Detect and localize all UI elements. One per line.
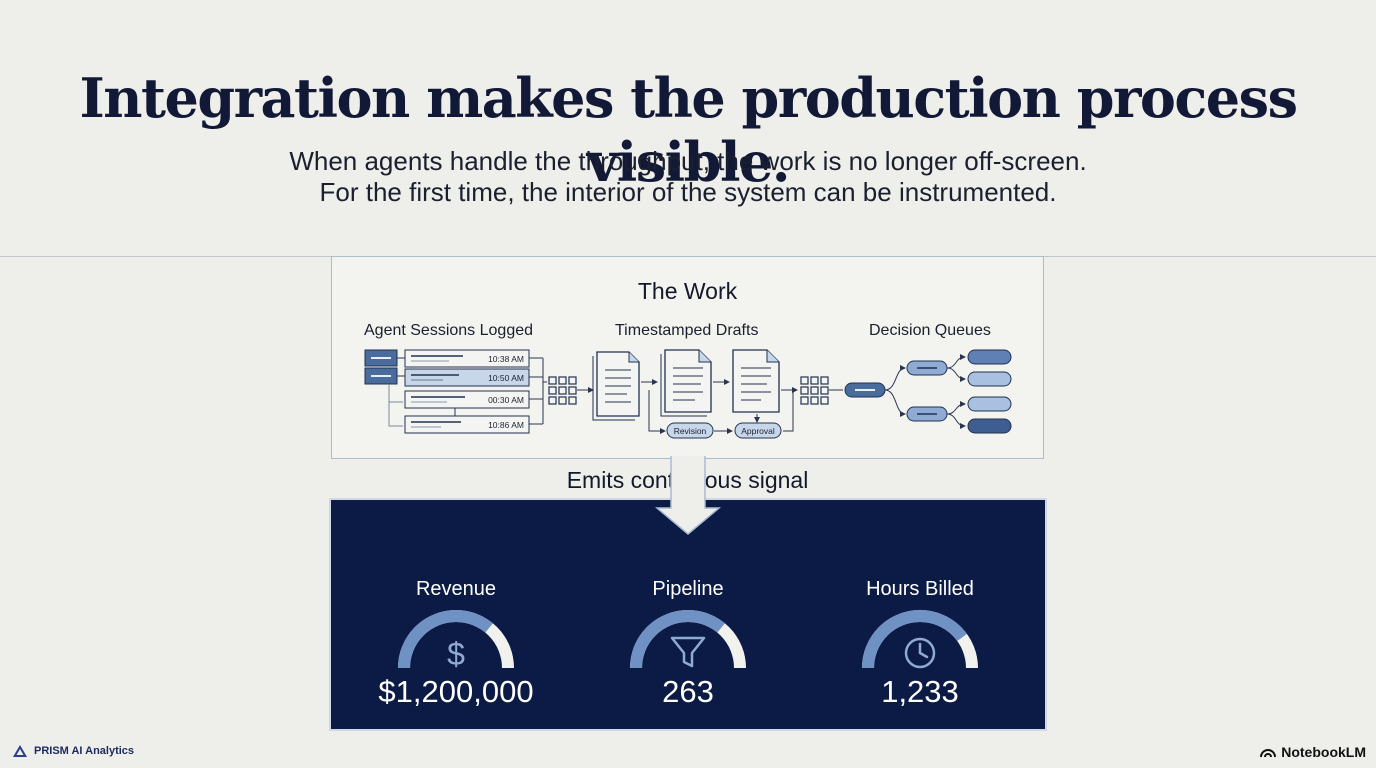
column-label-sessions: Agent Sessions Logged [364, 322, 534, 339]
column-label-queues: Decision Queues [869, 322, 991, 339]
metric-revenue: Revenue $ $1,200,000 [340, 578, 572, 709]
slide-title: Integration makes the production process… [79, 66, 1298, 194]
metric-label-revenue: Revenue [415, 578, 497, 600]
revision-tag-label: Revision [674, 426, 707, 436]
session-time-3: 00:30 AM [488, 395, 524, 405]
product-name: NotebookLM [1281, 744, 1366, 760]
gauge-revenue: $ [398, 610, 514, 670]
metric-label-hours-billed: Hours Billed [866, 578, 974, 600]
node-grid-right [800, 376, 829, 405]
session-index-blocks [364, 349, 405, 427]
session-time-4: 10:86 AM [488, 420, 524, 430]
dollar-icon: $ [447, 636, 465, 670]
decision-queue-tree [844, 349, 1012, 434]
metric-value-pipeline: 263 [662, 674, 714, 709]
subtitle-line-2: For the first time, the interior of the … [319, 177, 1057, 207]
session-rows [404, 349, 530, 434]
draft-documents [592, 349, 780, 421]
metric-pipeline: Pipeline 263 [572, 578, 804, 709]
gauge-hours-billed [862, 610, 978, 669]
metric-label-pipeline: Pipeline [652, 578, 724, 600]
approval-tag-label: Approval [741, 426, 775, 436]
prism-logo-icon [13, 745, 27, 757]
node-grid-left [548, 376, 577, 405]
clock-icon [904, 637, 936, 669]
session-time-2: 10:50 AM [488, 373, 524, 383]
revision-tag [666, 422, 714, 439]
brand-footer: PRISM AI Analytics [12, 744, 134, 758]
metric-value-revenue: $1,200,000 [378, 674, 534, 709]
funnel-icon [670, 636, 706, 668]
svg-text:$: $ [447, 636, 465, 670]
metric-hours-billed: Hours Billed 1,233 [804, 578, 1036, 709]
gauge-pipeline [630, 610, 746, 669]
work-title: The Work [637, 278, 738, 304]
subtitle-line-1: When agents handle the throughput, the w… [289, 146, 1087, 176]
metric-value-hours-billed: 1,233 [881, 674, 959, 709]
session-time-1: 10:38 AM [488, 354, 524, 364]
approval-tag [734, 422, 782, 439]
notebooklm-logo-icon [1260, 749, 1277, 758]
product-footer: NotebookLM [1260, 744, 1366, 760]
signal-arrow [655, 456, 721, 535]
brand-name: PRISM AI Analytics [34, 745, 135, 757]
column-label-drafts: Timestamped Drafts [615, 322, 759, 339]
work-flow-diagram: 10:38 AM 10:50 AM 00:30 AM 10:86 AM [364, 349, 1012, 439]
